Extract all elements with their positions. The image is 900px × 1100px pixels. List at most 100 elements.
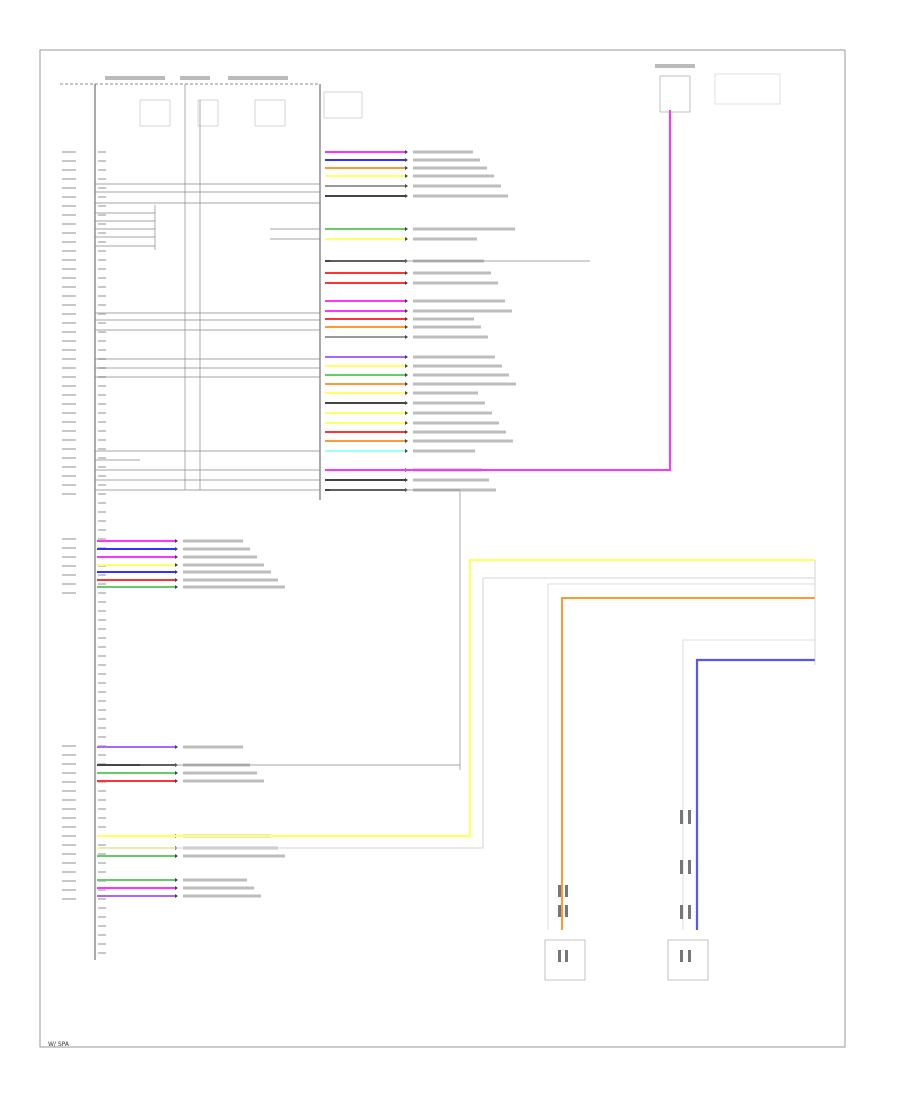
pin-marker: [98, 538, 106, 540]
wire-arrow: [405, 478, 408, 482]
wire-destination-label: [183, 585, 285, 589]
pin-marker: [98, 952, 106, 954]
wire-destination-label: [413, 401, 485, 405]
wire-arrow: [405, 401, 408, 405]
wire-arrow: [405, 227, 408, 231]
wire-destination-label: [413, 373, 509, 377]
terminal-name-marker: [62, 817, 76, 819]
pin-marker: [98, 907, 106, 909]
pin-marker: [98, 484, 106, 486]
terminal-name-marker: [62, 412, 76, 414]
pin-marker: [98, 232, 106, 234]
wire-arrow: [175, 578, 178, 582]
terminal-name-marker: [62, 574, 76, 576]
terminal-name-marker: [62, 880, 76, 882]
terminal-name-marker: [62, 331, 76, 333]
wire-group-mid: [97, 539, 285, 589]
pin-marker: [98, 259, 106, 261]
pin-marker: [98, 322, 106, 324]
terminal-name-marker: [62, 853, 76, 855]
terminal-name-marker: [62, 565, 76, 567]
wire-destination-label: [413, 158, 480, 162]
pin-marker: [98, 655, 106, 657]
pin-marker: [98, 511, 106, 513]
pin-marker: [98, 871, 106, 873]
wire-destination-label: [413, 382, 516, 386]
wire-group-top: [325, 150, 516, 492]
wire-destination-label: [413, 227, 515, 231]
terminal-name-marker: [62, 232, 76, 234]
terminal-name-marker: [62, 493, 76, 495]
wire-destination-label: [183, 878, 247, 882]
wire-arrow: [405, 237, 408, 241]
terminal-name-marker: [62, 259, 76, 261]
wire-arrow: [405, 150, 408, 154]
terminal-name-marker: [62, 763, 76, 765]
connector-right: [667, 939, 709, 981]
wire-arrow: [405, 391, 408, 395]
wire-arrow: [175, 886, 178, 890]
pin-marker: [98, 196, 106, 198]
wire-arrow: [175, 771, 178, 775]
pin-marker: [98, 583, 106, 585]
bottom-connectors: [544, 810, 709, 981]
wire-arrow: [405, 439, 408, 443]
terminal-name-marker: [62, 889, 76, 891]
pin-marker: [98, 574, 106, 576]
pink-feed-wire: [330, 110, 671, 471]
pin-marker: [98, 520, 106, 522]
terminal-name-marker: [62, 556, 76, 558]
pin-marker: [98, 853, 106, 855]
pin-marker: [98, 925, 106, 927]
pin-marker: [98, 430, 106, 432]
wire-destination-label: [413, 430, 506, 434]
pin-marker: [98, 790, 106, 792]
wire-destination-label: [413, 299, 505, 303]
terminal-name-marker: [62, 475, 76, 477]
pin-marker: [98, 178, 106, 180]
terminal-name-marker: [62, 745, 76, 747]
wire-destination-label: [413, 421, 499, 425]
wire-destination-label: [183, 894, 261, 898]
wire-destination-label: [183, 570, 271, 574]
pin-marker: [98, 799, 106, 801]
wire-arrow: [405, 166, 408, 170]
wire-destination-label: [413, 411, 492, 415]
pin-marker: [98, 934, 106, 936]
terminal-name-marker: [62, 295, 76, 297]
wire-arrow: [175, 547, 178, 551]
wire-destination-label: [413, 150, 473, 154]
terminal-name-marker: [62, 277, 76, 279]
wire-destination-label: [413, 355, 495, 359]
terminal-name-marker: [62, 223, 76, 225]
wire-arrow: [175, 539, 178, 543]
wire-destination-label: [413, 325, 481, 329]
terminal-name-marker: [62, 385, 76, 387]
wire-destination-label: [413, 166, 487, 170]
wire-arrow: [405, 411, 408, 415]
pin-marker: [98, 475, 106, 477]
pin-marker: [98, 718, 106, 720]
terminal-name-marker: [62, 547, 76, 549]
pin-marker: [98, 916, 106, 918]
terminal-name-marker: [62, 799, 76, 801]
wire-destination-label: [413, 184, 501, 188]
pin-marker: [98, 394, 106, 396]
pin-marker: [98, 646, 106, 648]
pin-marker: [98, 817, 106, 819]
wire-destination-label: [183, 854, 285, 858]
pin-marker: [98, 862, 106, 864]
pin-marker: [98, 439, 106, 441]
pin-marker: [98, 448, 106, 450]
pin-marker: [98, 826, 106, 828]
wire-arrow: [405, 194, 408, 198]
pin-marker: [98, 160, 106, 162]
feeder-lines: [95, 183, 590, 766]
pin-marker: [98, 889, 106, 891]
terminal-name-marker: [62, 322, 76, 324]
terminal-name-marker: [62, 151, 76, 153]
wire-destination-label: [413, 174, 494, 178]
pin-marker: [98, 295, 106, 297]
wire-arrow: [175, 563, 178, 567]
